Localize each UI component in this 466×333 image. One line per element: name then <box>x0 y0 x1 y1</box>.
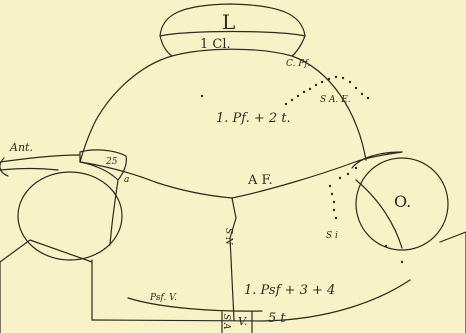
label-suture-si: S i <box>326 231 338 241</box>
frontal-margin-left <box>79 161 233 199</box>
postfrontal-band <box>127 297 263 312</box>
gena-left <box>109 179 119 246</box>
antenna-line <box>0 154 81 171</box>
label-postfrontal-v: Psf. V. <box>150 293 177 303</box>
clypeus-outline <box>159 30 306 57</box>
label-antennal-a: a <box>124 175 130 185</box>
label-clypeal-pf: C. Pf. <box>286 59 311 69</box>
labrum-outline <box>159 3 306 37</box>
label-antenna: Ant. <box>10 141 33 154</box>
antenna-tip <box>0 157 9 177</box>
head-capsule <box>79 55 367 163</box>
label-antennal-25: 25 <box>106 157 118 167</box>
label-vertex-sa: S A <box>221 314 231 330</box>
label-labrum: L <box>222 10 236 34</box>
median-suture <box>229 197 237 321</box>
frontal-margin-right <box>231 151 403 199</box>
bottom-frame <box>0 231 466 333</box>
lower-arc <box>91 279 411 322</box>
gena-right <box>355 179 403 249</box>
label-clypeus: 1 Cl. <box>200 37 231 52</box>
antennal-socket-left <box>79 149 127 181</box>
label-suture-sn: S N <box>223 228 233 245</box>
label-postfrons-sa: S A. E. <box>320 95 351 105</box>
lower-outline <box>0 231 466 263</box>
eye-right-rim <box>351 151 403 169</box>
eye-right <box>355 157 449 251</box>
label-vertex-5t: 5 t <box>268 311 286 326</box>
label-postsuture: 1. Psf + 3 + 4 <box>244 283 336 298</box>
label-anterior-frons: A F. <box>248 173 273 188</box>
eye-left <box>17 171 123 261</box>
label-vertex-v: V. <box>238 315 248 328</box>
vertex-band <box>221 311 253 333</box>
label-postfrons: 1. Pf. + 2 t. <box>216 111 291 126</box>
setae-dots <box>200 75 404 264</box>
label-eye: O. <box>394 192 412 211</box>
